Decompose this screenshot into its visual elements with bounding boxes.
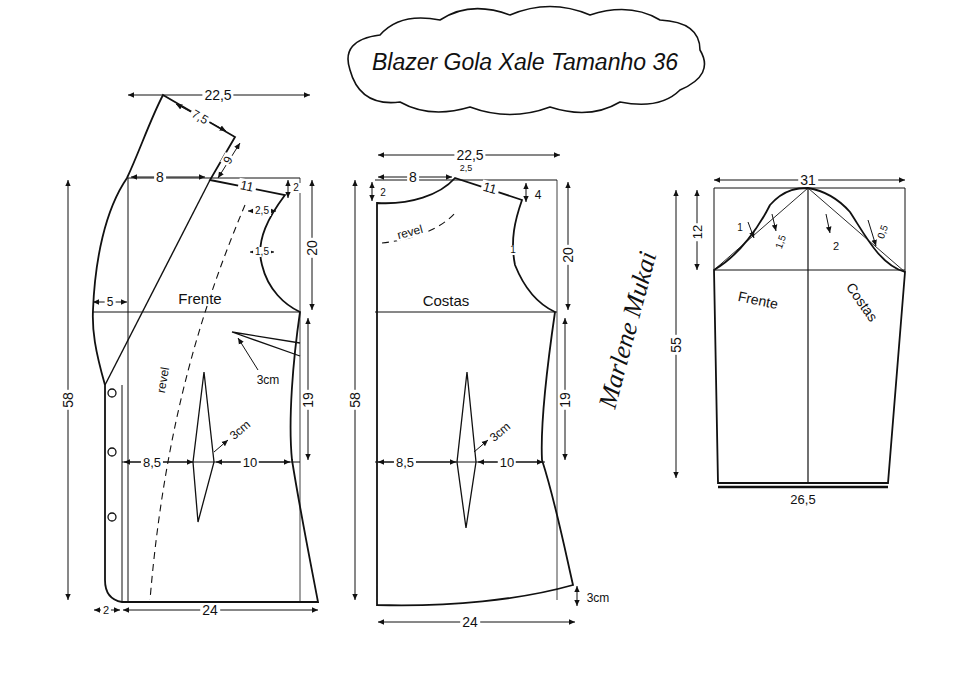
button-mark (108, 448, 116, 456)
seam-line (377, 178, 573, 605)
seam-line (457, 372, 476, 528)
leader-arrows (214, 214, 876, 452)
dimension-label: 22,5 (454, 148, 485, 162)
dimension-label: 11 (237, 178, 257, 194)
dimension-label: 3cm (255, 374, 282, 386)
dimension-label: 8,5 (141, 456, 163, 469)
dimension-label: 2 (831, 241, 841, 252)
dimension-label: 1,5 (253, 247, 271, 257)
dimension-label: 2 (291, 183, 301, 193)
dimension-label: 7,5 (188, 107, 212, 128)
dimension-label: 1,5 (773, 232, 789, 252)
dimension-label: 9 (220, 152, 236, 167)
seam-line (150, 205, 245, 600)
dimension-label: 3cm (486, 419, 514, 445)
dimension-label: 1 (735, 223, 745, 233)
dimension-label: 24 (460, 615, 480, 629)
title: Blazer Gola Xale Tamanho 36 (370, 51, 680, 74)
dimension-label: 10 (498, 456, 516, 469)
dimension-label: 2 (101, 605, 111, 616)
dimension-label: 4 (533, 189, 544, 201)
dimension-label: 3cm (226, 417, 254, 443)
dimension-label: 5 (105, 296, 116, 308)
dimension-label: 11 (480, 179, 500, 196)
button-mark (108, 389, 116, 397)
dimension-label: 8,5 (394, 456, 416, 469)
seam-line (382, 213, 455, 243)
dimension-label: 0,5 (875, 222, 891, 242)
dimension-label: 31 (798, 173, 818, 187)
dimension-label: 20 (561, 245, 575, 265)
dimension-label: 3cm (585, 592, 612, 604)
seam-line (807, 188, 808, 483)
dimension-label: 55 (669, 335, 683, 355)
dimension-label: 24 (200, 603, 220, 617)
title-cloud (348, 7, 705, 115)
piece-name: Costas (421, 293, 472, 308)
seam-line (105, 180, 210, 385)
piece-outline (85, 88, 325, 614)
dimension-label: 8 (154, 170, 166, 184)
piece-name: revel (154, 364, 171, 396)
dimension-label: 1 (508, 245, 518, 255)
dimension-label: 58 (348, 390, 362, 410)
dimension-label: 26,5 (788, 493, 817, 506)
button-mark (108, 513, 116, 521)
pattern-piece: Costas revel (370, 172, 582, 612)
dimension-label: 22,5 (202, 88, 233, 102)
dimension-label: 2,5 (458, 164, 475, 173)
seam-line (232, 332, 300, 356)
signature: Marlene Mukai (594, 247, 662, 413)
dimension-label: 10 (241, 456, 259, 469)
piece-name: revel (394, 222, 426, 241)
dimension-label: 2,5 (253, 206, 271, 216)
dimension-label: 12 (691, 223, 704, 241)
dimension-label: 19 (301, 390, 315, 410)
hem-line (718, 486, 888, 488)
dimension-label: 8 (407, 170, 419, 184)
piece-name: Frente (176, 291, 223, 306)
seam-line (714, 188, 905, 272)
dimension-label: 19 (558, 390, 572, 410)
dimension-label: 20 (305, 238, 319, 258)
seam-line (714, 188, 905, 483)
pattern-piece: Frente revel (85, 88, 325, 614)
piece-name: Frente (735, 289, 781, 312)
seam-line (93, 95, 318, 602)
guide-lines (93, 178, 905, 602)
dimension-label: 2 (378, 188, 388, 198)
piece-name: Costas (843, 278, 882, 325)
seam-line (193, 372, 214, 522)
dimension-arrows (68, 95, 905, 622)
dimension-label: 58 (61, 390, 75, 410)
